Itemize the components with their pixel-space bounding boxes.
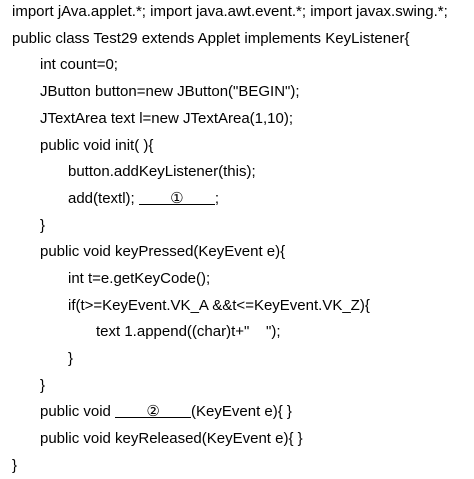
code-line-get-keycode: int t=e.getKeyCode(); bbox=[68, 270, 211, 287]
code-text-keyevent-param: (KeyEvent e){ } bbox=[191, 403, 292, 420]
code-text-public-void: public void bbox=[40, 403, 116, 420]
code-line-append-text: text 1.append((char)t+" "); bbox=[96, 323, 281, 340]
code-line-class-declaration: public class Test29 extends Applet imple… bbox=[12, 30, 410, 47]
blank-2-number: ② bbox=[146, 403, 160, 420]
fill-in-blank-2: ② bbox=[115, 400, 192, 420]
code-text-semicolon: ; bbox=[214, 190, 220, 207]
code-line-keyreleased-method: public void keyReleased(KeyEvent e){ } bbox=[40, 430, 303, 447]
code-line-if-condition: if(t>=KeyEvent.VK_A &&t<=KeyEvent.VK_Z){ bbox=[68, 297, 370, 314]
code-line-add-listener: button.addKeyListener(this); bbox=[68, 163, 256, 180]
code-line-keypressed-method: public void keyPressed(KeyEvent e){ bbox=[40, 243, 286, 260]
code-line-close-keypressed: } bbox=[40, 377, 46, 394]
code-line-close-if: } bbox=[68, 350, 74, 367]
code-line-close-class: } bbox=[12, 457, 18, 474]
blank-1-number: ① bbox=[170, 190, 184, 207]
code-line-imports: import jAva.applet.*; import java.awt.ev… bbox=[12, 3, 448, 20]
code-line-button-field: JButton button=new JButton("BEGIN"); bbox=[40, 83, 300, 100]
fill-in-blank-1: ① bbox=[138, 187, 215, 207]
code-line-textarea-field: JTextArea text l=new JTextArea(1,10); bbox=[40, 110, 294, 127]
code-line-add-textarea: add(textl); ①; bbox=[68, 187, 219, 211]
code-line-close-init: } bbox=[40, 217, 46, 234]
code-line-init-method: public void init( ){ bbox=[40, 137, 154, 154]
code-line-count-field: int count=0; bbox=[40, 56, 118, 73]
code-line-keytyped-method: public void ② (KeyEvent e){ } bbox=[40, 400, 292, 424]
code-text-add-textarea: add(textl); bbox=[68, 190, 139, 207]
